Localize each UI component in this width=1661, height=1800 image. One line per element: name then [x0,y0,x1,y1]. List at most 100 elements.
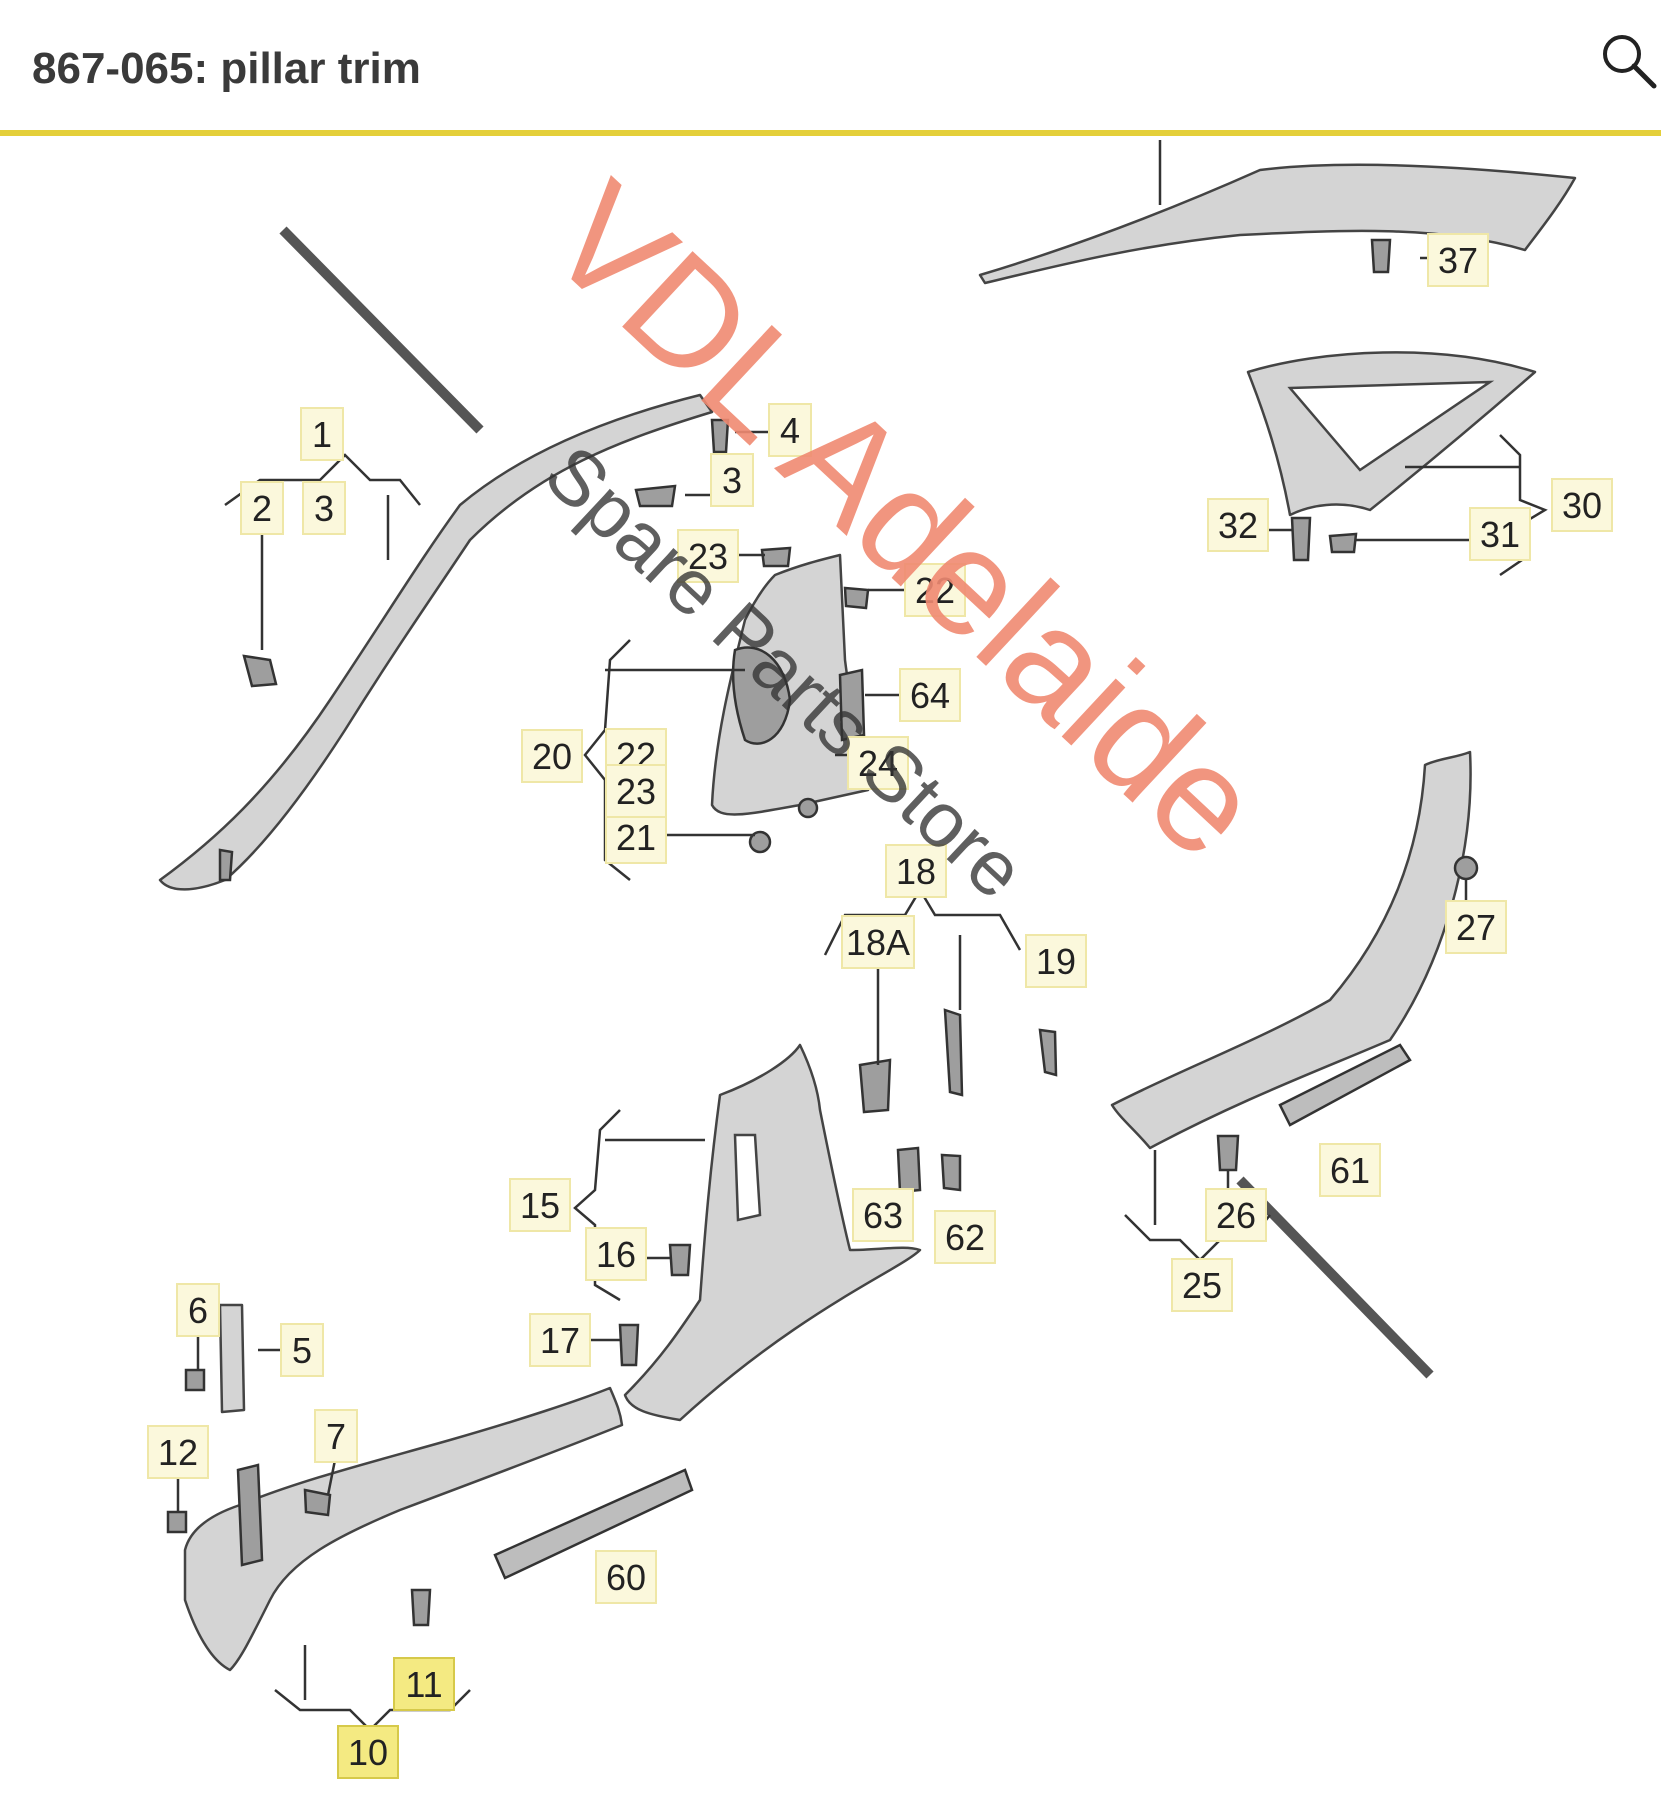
callout-23b[interactable]: 23 [605,764,667,818]
a-pillar-clip [242,654,278,688]
callout-label: 27 [1456,907,1496,948]
callout-label: 64 [910,675,950,716]
callout-label: 21 [616,817,656,858]
callout-box [904,563,966,617]
screw-37 [1370,238,1392,274]
callout-24[interactable]: 24 [847,736,909,790]
callout-label: 20 [532,736,572,777]
callout-box [847,736,909,790]
screw-11 [410,1588,432,1627]
callout-18A[interactable]: 18A [841,915,915,969]
callout-label: 24 [858,743,898,784]
callout-27[interactable]: 27 [1445,900,1507,954]
callout-23a[interactable]: 23 [677,529,739,583]
callout-box [147,1425,209,1479]
callout-4[interactable]: 4 [768,403,812,457]
clip-32 [1290,516,1312,562]
callout-30[interactable]: 30 [1551,478,1613,532]
callout-box [280,1323,324,1377]
callout-32[interactable]: 32 [1207,498,1269,552]
callout-box [337,1725,399,1779]
callout-7[interactable]: 7 [314,1409,358,1463]
scuff-plate-61 [1278,1043,1412,1127]
callout-box [768,403,812,457]
callout-3a[interactable]: 3 [302,481,346,535]
callout-label: 7 [326,1416,346,1457]
callout-box [529,1313,591,1367]
trim-strip-5 [218,1303,246,1414]
callout-box [1171,1258,1233,1312]
callout-25[interactable]: 25 [1171,1258,1233,1312]
clip-6 [184,1368,206,1392]
callout-box [852,1188,914,1242]
callout-box [885,844,947,898]
b-pillar-lower-window [733,1133,762,1222]
callout-label: 10 [348,1732,388,1773]
callout-label: 16 [596,1234,636,1275]
callout-box [1319,1143,1381,1197]
callout-box [585,1227,647,1281]
accent-line-top [279,226,484,434]
callout-box [1469,507,1531,561]
callout-box [1427,233,1489,287]
clip-16 [668,1243,692,1277]
callout-5[interactable]: 5 [280,1323,324,1377]
callout-box [1445,900,1507,954]
callout-10[interactable]: 10 [337,1725,399,1779]
callout-box [841,915,915,969]
clip-31 [1328,532,1358,554]
callout-26[interactable]: 26 [1205,1188,1267,1242]
callout-box [1025,934,1087,988]
callout-37[interactable]: 37 [1427,233,1489,287]
callout-2[interactable]: 2 [240,481,284,535]
roof-rear-trim [978,163,1577,285]
callout-box [710,453,754,507]
callout-label: 18 [896,851,936,892]
page-header: 867-065: pillar trim [0,0,1661,133]
callout-21[interactable]: 21 [605,810,667,864]
callout-20[interactable]: 20 [521,729,583,783]
callout-label: 11 [405,1664,442,1705]
callout-62[interactable]: 62 [934,1210,996,1264]
callout-60[interactable]: 60 [595,1550,657,1604]
callout-box [393,1657,455,1711]
callout-label: 23 [616,771,656,812]
callout-1[interactable]: 1 [300,407,344,461]
callout-label: 3 [722,460,742,501]
callout-label: 5 [292,1330,312,1371]
callout-label: 4 [780,410,800,451]
callout-19[interactable]: 19 [1025,934,1087,988]
callout-label: 62 [945,1217,985,1258]
clip-24 [797,797,819,819]
quarter-window-opening [1287,380,1495,472]
clip-19 [1038,1028,1058,1077]
scuff-plate-60 [493,1468,694,1580]
callout-17[interactable]: 17 [529,1313,591,1367]
callout-label: 30 [1562,485,1602,526]
callout-11[interactable]: 11 [393,1657,455,1711]
callout-3b[interactable]: 3 [710,453,754,507]
callout-box [677,529,739,583]
callout-64[interactable]: 64 [899,668,961,722]
callout-63[interactable]: 63 [852,1188,914,1242]
callout-31[interactable]: 31 [1469,507,1531,561]
a-pillar-pin [218,848,234,882]
callout-16[interactable]: 16 [585,1227,647,1281]
search-button[interactable] [1598,30,1658,90]
search-icon [1603,35,1657,89]
callout-6[interactable]: 6 [176,1283,220,1337]
callout-label: 6 [188,1290,208,1331]
page-title: 867-065: pillar trim [32,44,421,93]
callout-12[interactable]: 12 [147,1425,209,1479]
callout-22a[interactable]: 22 [904,563,966,617]
callout-box [240,481,284,535]
callout-61[interactable]: 61 [1319,1143,1381,1197]
callout-label: 23 [688,536,728,577]
b-pillar-lower-trim [623,1043,922,1422]
callout-18[interactable]: 18 [885,844,947,898]
header-divider [0,130,1661,136]
callout-label: 19 [1036,941,1076,982]
callout-15[interactable]: 15 [509,1178,571,1232]
rear-sill-trim [1110,750,1472,1150]
